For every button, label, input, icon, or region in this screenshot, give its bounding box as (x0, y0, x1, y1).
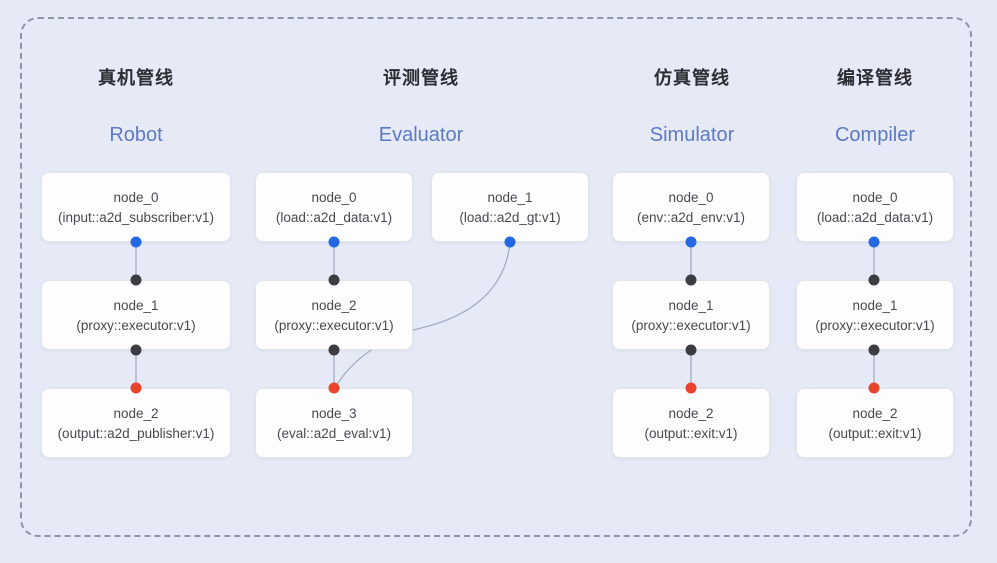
node-box-simulator-node0: node_0 (env::a2d_env:v1) (612, 172, 770, 242)
pipeline-title-en-simulator: Simulator (649, 124, 735, 146)
output-port-dot-dark (868, 344, 880, 356)
node-title: node_2 (852, 405, 898, 421)
pipeline-title-zh-robot: 真机管线 (98, 68, 174, 88)
input-port-dot-dark (130, 274, 142, 286)
node-title: node_2 (668, 405, 714, 421)
node-title: node_3 (311, 405, 357, 421)
output-port-dot-blue (130, 236, 142, 248)
node-box-compiler-node1: node_1 (proxy::executor:v1) (796, 280, 954, 350)
output-port-dot-blue (685, 236, 697, 248)
edge-evaluator-1-3-curve (335, 242, 511, 387)
node-title: node_2 (113, 405, 159, 421)
node-detail: (input::a2d_subscriber:v1) (57, 209, 215, 225)
pipeline-title-en-compiler: Compiler (834, 124, 916, 146)
input-port-dot-red (130, 382, 142, 394)
node-box-robot-node1: node_1 (proxy::executor:v1) (41, 280, 231, 350)
output-port-dot-blue (868, 236, 880, 248)
node-detail: (env::a2d_env:v1) (636, 209, 746, 225)
node-detail: (output::exit:v1) (644, 425, 738, 441)
pipeline-title-zh-simulator: 仿真管线 (654, 68, 730, 88)
node-detail: (proxy::executor:v1) (274, 317, 394, 333)
node-detail: (load::a2d_data:v1) (816, 209, 934, 225)
output-port-dot-dark (130, 344, 142, 356)
pipeline-title-en-robot: Robot (109, 124, 163, 146)
pipeline-title-zh-compiler: 编译管线 (837, 68, 913, 88)
node-title: node_1 (113, 297, 159, 313)
node-box-evaluator-node0: node_0 (load::a2d_data:v1) (255, 172, 413, 242)
input-port-dot-dark (685, 274, 697, 286)
node-title: node_0 (668, 189, 714, 205)
input-port-dot-red (328, 382, 340, 394)
input-port-dot-red (868, 382, 880, 394)
node-detail: (proxy::executor:v1) (815, 317, 935, 333)
pipeline-title-zh-evaluator: 评测管线 (383, 68, 459, 88)
node-box-compiler-node0: node_0 (load::a2d_data:v1) (796, 172, 954, 242)
node-title: node_2 (311, 297, 357, 313)
dashed-frame (20, 17, 972, 537)
node-box-evaluator-node3: node_3 (eval::a2d_eval:v1) (255, 388, 413, 458)
node-title: node_0 (311, 189, 357, 205)
pipeline-title-en-evaluator: Evaluator (378, 124, 464, 146)
input-port-dot-red (685, 382, 697, 394)
node-title: node_1 (668, 297, 714, 313)
node-box-evaluator-node2: node_2 (proxy::executor:v1) (255, 280, 413, 350)
node-title: node_0 (113, 189, 159, 205)
node-box-evaluator-node1: node_1 (load::a2d_gt:v1) (431, 172, 589, 242)
node-detail: (eval::a2d_eval:v1) (276, 425, 392, 441)
node-detail: (output::exit:v1) (828, 425, 922, 441)
node-detail: (proxy::executor:v1) (631, 317, 751, 333)
output-port-dot-dark (685, 344, 697, 356)
input-port-dot-dark (328, 274, 340, 286)
node-title: node_1 (487, 189, 533, 205)
node-detail: (proxy::executor:v1) (76, 317, 196, 333)
node-box-simulator-node2: node_2 (output::exit:v1) (612, 388, 770, 458)
node-box-robot-node0: node_0 (input::a2d_subscriber:v1) (41, 172, 231, 242)
node-box-robot-node2: node_2 (output::a2d_publisher:v1) (41, 388, 231, 458)
output-port-dot-dark (328, 344, 340, 356)
node-detail: (load::a2d_data:v1) (275, 209, 393, 225)
node-title: node_1 (852, 297, 898, 313)
node-detail: (output::a2d_publisher:v1) (57, 425, 215, 441)
input-port-dot-dark (868, 274, 880, 286)
node-box-simulator-node1: node_1 (proxy::executor:v1) (612, 280, 770, 350)
output-port-dot-blue (328, 236, 340, 248)
node-detail: (load::a2d_gt:v1) (459, 209, 561, 225)
node-box-compiler-node2: node_2 (output::exit:v1) (796, 388, 954, 458)
node-title: node_0 (852, 189, 898, 205)
output-port-dot-blue (504, 236, 516, 248)
